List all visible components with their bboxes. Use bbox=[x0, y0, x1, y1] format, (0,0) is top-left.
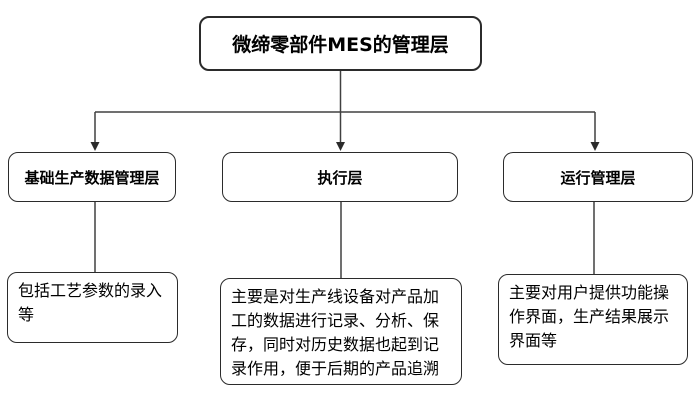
detail-box-execution: 主要是对生产线设备对产品加工的数据进行记录、分析、保存，同时对历史数据也起到记录… bbox=[220, 278, 462, 385]
detail-box-basic-production-data: 包括工艺参数的录入等 bbox=[7, 272, 178, 343]
layer-box-label: 运行管理层 bbox=[560, 168, 636, 187]
detail-box-operation-management: 主要对用户提供功能操作界面，生产结果展示界面等 bbox=[498, 274, 688, 365]
layer-box-operation-management: 运行管理层 bbox=[503, 152, 693, 202]
detail-text: 包括工艺参数的录入等 bbox=[18, 281, 163, 324]
layer-box-label: 执行层 bbox=[317, 168, 363, 187]
layer-box-basic-production-data: 基础生产数据管理层 bbox=[8, 152, 176, 202]
arrowhead-right bbox=[590, 142, 600, 151]
arrowhead-center bbox=[336, 142, 345, 151]
detail-text: 主要对用户提供功能操作界面，生产结果展示界面等 bbox=[509, 283, 670, 350]
layer-box-label: 基础生产数据管理层 bbox=[24, 168, 160, 187]
arrowhead-left bbox=[90, 142, 100, 151]
layer-box-execution: 执行层 bbox=[222, 152, 458, 202]
root-box-mes-management-layer: 微缔零部件MES的管理层 bbox=[199, 16, 482, 71]
root-box-label: 微缔零部件MES的管理层 bbox=[232, 34, 449, 56]
detail-text: 主要是对生产线设备对产品加工的数据进行记录、分析、保存，同时对历史数据也起到记录… bbox=[231, 287, 440, 378]
